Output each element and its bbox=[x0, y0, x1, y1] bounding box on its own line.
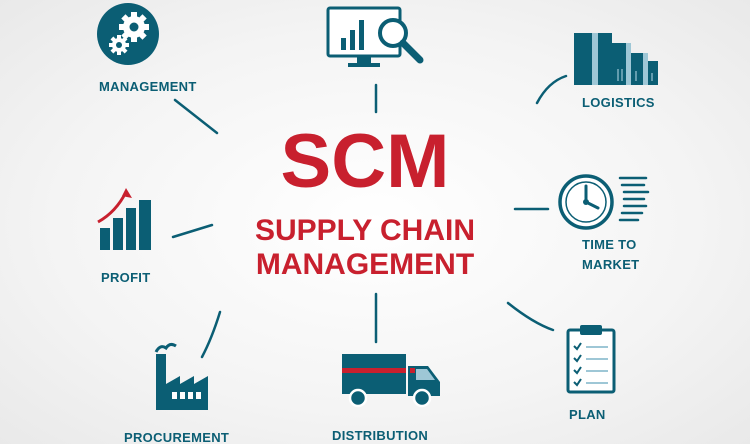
truck-icon bbox=[342, 354, 440, 408]
connector-management bbox=[173, 98, 219, 135]
center-line2: MANAGEMENT bbox=[255, 248, 475, 281]
label-distribution: DISTRIBUTION bbox=[332, 428, 429, 443]
label-logistics: LOGISTICS bbox=[582, 95, 655, 110]
label-procurement: PROCUREMENT bbox=[124, 430, 230, 444]
connector-logistics bbox=[535, 74, 568, 105]
connector-procurement bbox=[200, 310, 222, 359]
growth-chart-icon bbox=[97, 188, 151, 250]
connector-profit bbox=[171, 223, 214, 239]
clock-icon bbox=[558, 174, 650, 230]
label-management: MANAGEMENT bbox=[99, 79, 197, 94]
label-time-to-market-2: MARKET bbox=[582, 257, 640, 272]
clipboard-icon bbox=[566, 325, 616, 394]
factory-icon bbox=[154, 342, 208, 410]
label-time-to-market-1: TIME TO bbox=[582, 237, 637, 252]
connector-plan bbox=[506, 301, 555, 332]
gears-icon bbox=[97, 3, 159, 65]
label-profit: PROFIT bbox=[101, 270, 151, 285]
center-line1: SUPPLY CHAIN bbox=[254, 214, 476, 247]
center-acronym: SCM bbox=[280, 119, 450, 204]
monitor-magnifier-icon bbox=[326, 6, 424, 67]
label-plan: PLAN bbox=[569, 407, 606, 422]
bar-chart-icon bbox=[574, 33, 658, 85]
